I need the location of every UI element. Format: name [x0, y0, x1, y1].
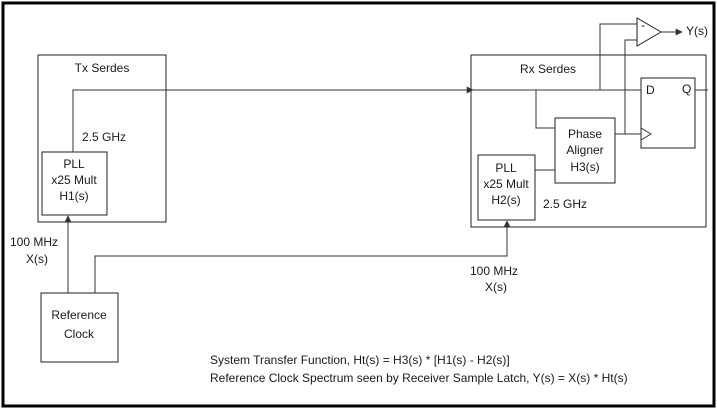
- flipflop-q-label: Q: [682, 82, 691, 96]
- rx-freq-label: 2.5 GHz: [543, 197, 587, 211]
- tx-to-rx-data-wire: [72, 86, 474, 152]
- spectrum-equation: Reference Clock Spectrum seen by Receive…: [210, 371, 628, 385]
- tx-pll-label: PLL: [63, 157, 85, 171]
- flipflop-d-label: D: [646, 83, 655, 97]
- phase-aligner-label-2: Aligner: [566, 143, 603, 157]
- phase-aligner-transfer: H3(s): [570, 160, 599, 174]
- data-to-phase-aligner-wire: [535, 90, 555, 129]
- rx-pll-mult: x25 Mult: [483, 177, 529, 191]
- phase-aligner-label-1: Phase: [568, 127, 602, 141]
- rx-serdes-title: Rx Serdes: [520, 62, 576, 76]
- subtractor-minus: -: [641, 18, 645, 32]
- tx-pll-mult: x25 Mult: [51, 173, 97, 187]
- flipflop-box: [640, 77, 696, 149]
- tx-pll-transfer: H1(s): [59, 189, 88, 203]
- rx-pll-transfer: H2(s): [491, 193, 520, 207]
- tx-input-freq-label: 100 MHz: [10, 235, 58, 249]
- subtractor-triangle: [636, 17, 662, 47]
- tx-input-signal-label: X(s): [26, 252, 48, 266]
- rx-pll-box: [477, 154, 536, 221]
- rx-pll-label: PLL: [495, 161, 517, 175]
- reference-clock-box: [40, 292, 119, 363]
- tx-freq-label: 2.5 GHz: [82, 130, 126, 144]
- rx-input-freq-label: 100 MHz: [470, 264, 518, 278]
- phase-aligner-box: [554, 117, 616, 184]
- transfer-function-equation: System Transfer Function, Ht(s) = H3(s) …: [210, 353, 510, 367]
- reference-clock-label-1: Reference: [51, 308, 107, 322]
- tx-pll-box: [41, 151, 108, 216]
- rx-input-signal-label: X(s): [485, 280, 507, 294]
- clock-to-subtractor-wire: [624, 39, 637, 134]
- reference-clock-label-2: Clock: [64, 327, 95, 341]
- ref-to-rx-pll-wire: [94, 220, 511, 293]
- tx-serdes-title: Tx Serdes: [75, 61, 130, 75]
- data-to-subtractor-wire: [599, 23, 637, 90]
- output-label: Y(s): [686, 24, 708, 38]
- flipflop-clock-triangle: [640, 127, 652, 141]
